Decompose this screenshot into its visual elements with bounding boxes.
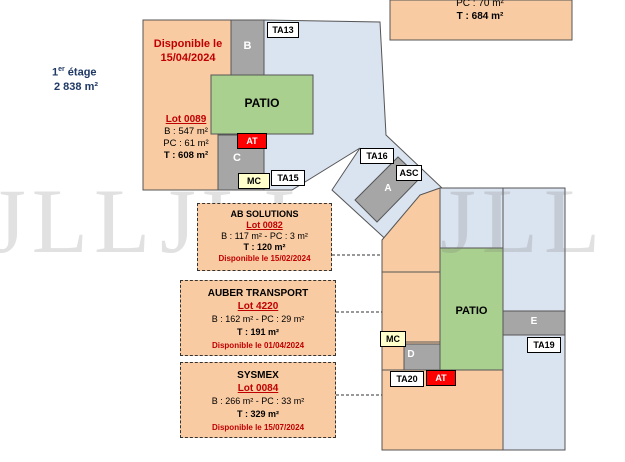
top-box-pc: PC : 70 m² [456,0,504,9]
tenant-company: SYSMEX [237,370,279,381]
tenant-areas: B : 162 m² - PC : 29 m² [211,314,305,324]
tenant-total: T : 191 m² [236,327,279,337]
room-e-label: E [530,316,538,327]
floor-name: 1er étage [52,66,97,79]
tenant-lot: Lot 4220 [237,301,279,312]
tag-asc: ASC [396,165,422,181]
tenant-areas: B : 117 m² - PC : 3 m² [221,231,308,241]
room-d-label: D [407,349,415,360]
tag-at-right: AT [426,370,456,386]
patio-right [439,247,504,371]
patio-top-label: PATIO [244,96,280,110]
core-d [403,343,441,371]
tenant-total: T : 329 m² [236,409,279,419]
tag-ta16: TA16 [360,148,394,164]
tag-at-top: AT [237,133,267,149]
tenant-lot: Lot 0084 [237,383,279,394]
top-lot-box [389,0,573,41]
lot-0089-total: T : 608 m² [163,150,209,161]
tag-ta15: TA15 [271,170,305,186]
core-column-b [230,19,265,76]
tenant-company: AUBER TRANSPORT [207,288,309,299]
tenant-availability: Disponible le 01/04/2024 [211,341,305,350]
patio-right-label: PATIO [455,305,488,317]
tag-ta13: TA13 [267,22,299,38]
tenant-box-sysmex: SYSMEX Lot 0084 B : 266 m² - PC : 33 m² … [180,362,336,438]
tag-mc-top: MC [238,173,270,189]
lot-0089-b: B : 547 m² [164,126,208,137]
lot-0089-number: Lot 0089 [165,114,207,125]
lot-0089-availability: Disponible le 15/04/2024 [153,38,223,64]
tenant-box-auber-transport: AUBER TRANSPORT Lot 4220 B : 162 m² - PC… [180,280,336,356]
tenant-box-ab-solutions: AB SOLUTIONS Lot 0082 B : 117 m² - PC : … [197,203,332,271]
tag-ta20: TA20 [390,371,424,387]
tag-mc-right: MC [380,331,406,347]
watermark-left: JLL [0,170,157,272]
top-box-total: T : 684 m² [456,11,504,22]
room-c-label: C [233,152,241,164]
tag-ta19: TA19 [527,337,561,353]
patio-top [210,74,314,135]
room-b-label: B [243,40,252,52]
lot-0089-pc: PC : 61 m² [163,138,209,149]
tenant-company: AB SOLUTIONS [230,209,299,219]
tenant-total: T : 120 m² [243,242,286,252]
tenant-lot: Lot 0082 [246,220,283,230]
watermark-right: JLL [440,170,607,272]
tenant-availability: Disponible le 15/02/2024 [218,254,311,263]
room-a-label: A [384,183,392,194]
tenant-availability: Disponible le 15/07/2024 [211,423,305,432]
floor-area: 2 838 m² [54,81,99,93]
core-e [502,310,566,336]
tenant-areas: B : 266 m² - PC : 33 m² [211,396,305,406]
common-area-right [439,187,504,249]
